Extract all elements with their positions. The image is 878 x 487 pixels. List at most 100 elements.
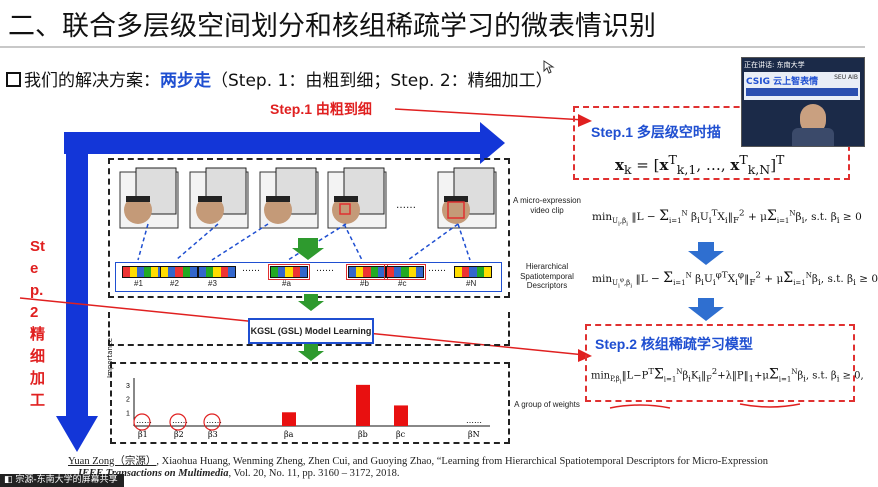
citation-line-2: IEEE Transactions on Multimedia, Vol. 20…	[68, 468, 768, 480]
video-banner-text: CSIG 云上智表情	[746, 77, 819, 87]
weight-bar-empty: ……	[206, 416, 222, 425]
citation-journal: IEEE Transactions on Multimedia	[78, 468, 229, 480]
weight-tick-label: βb	[358, 430, 368, 439]
face-frames	[119, 167, 497, 229]
weight-bar	[356, 384, 370, 426]
strip-b	[346, 264, 388, 280]
model-learning-box: KGSL (GSL) Model Learning	[248, 318, 374, 344]
weights-chart-frame	[110, 362, 510, 444]
step1-descriptor-box: Step.1 多层级空时描 xk = [xTk,1, …, xTk,N]T	[573, 106, 850, 180]
y-axis-label: Importance	[106, 337, 114, 378]
citation-rest-1: , Xiaohua Huang, Wenming Zheng, Zhen Cui…	[156, 456, 768, 467]
strip-label-n: #N	[466, 279, 477, 288]
weight-bar-empty: ……	[172, 416, 188, 425]
citation-author: Yuan Zong（宗源）	[68, 456, 157, 467]
strip-label-2: #2	[170, 279, 179, 288]
horizontal-arrow-shaft	[64, 132, 482, 154]
caption-descriptors: Hierarchical Spatiotemporal Descriptors	[520, 262, 574, 291]
frame-group-5	[437, 167, 497, 229]
strip-3	[198, 266, 236, 278]
screen-share-bar[interactable]: ◧ 宗源-东南大学的屏幕共享	[0, 474, 124, 487]
strip-2	[160, 266, 198, 278]
strip-ellipsis-1: ……	[242, 264, 260, 274]
weight-bar-empty: ……	[466, 416, 482, 425]
frame-group-2	[189, 167, 249, 229]
frame-group-1	[119, 167, 179, 229]
vertical-arrow-shaft	[66, 150, 88, 418]
video-sub-banner: SEU AIB	[834, 74, 858, 81]
strip-c	[384, 264, 426, 280]
vertical-arrow-head	[56, 416, 98, 452]
video-banner-area: CSIG 云上智表情 SEU AIB	[744, 72, 860, 100]
citation-line-1: Yuan Zong（宗源）, Xiaohua Huang, Wenming Zh…	[68, 456, 768, 468]
video-banner-stripe	[746, 88, 858, 96]
handwritten-circle	[169, 413, 187, 431]
y-tick-label: 1	[126, 410, 130, 417]
weight-tick-label: βc	[396, 430, 406, 439]
step2-model-box: Step.2 核组稀疏学习模型 minP,βi‖L−PTΣi=1NβiKi‖F2…	[585, 324, 864, 402]
weight-tick-label: βN	[468, 430, 480, 439]
speaker-video-overlay[interactable]: 正在讲话: 东南大学 CSIG 云上智表情 SEU AIB	[741, 57, 865, 147]
weight-bar-empty: ……	[136, 416, 152, 425]
video-speaker-header: 正在讲话: 东南大学	[744, 61, 805, 69]
strip-ellipsis-2: ……	[316, 264, 334, 274]
handwritten-circle	[203, 413, 221, 431]
green-arrow-down-icon	[298, 294, 324, 311]
formula-gsl: minUi,βi ‖L − Σi=1N βiUiTXi‖F2 + μΣi=1Nβ…	[592, 208, 862, 228]
frames-ellipsis: ……	[396, 200, 416, 211]
model-learning-frame	[108, 312, 510, 346]
strip-label-3: #3	[208, 279, 217, 288]
solution-accent: 两步走	[160, 71, 211, 91]
strip-n	[454, 266, 492, 278]
strip-label-b: #b	[360, 279, 369, 288]
mouse-cursor-icon	[543, 60, 555, 74]
weight-bar	[394, 405, 408, 426]
y-tick-label: 2	[126, 397, 130, 404]
y-tick-label: 3	[126, 383, 130, 390]
caption-weights: A group of weights	[514, 400, 580, 409]
blue-down-arrow-1-icon	[688, 242, 724, 265]
slide-title: 二、联合多层级空间划分和核组稀疏学习的微表情识别	[8, 11, 656, 42]
model-learning-label: KGSL (GSL) Model Learning	[250, 326, 372, 336]
solution-prefix: 我们的解决方案：	[24, 71, 160, 91]
descriptor-strips: …… …… …… #1 #2 #3 #a #b #c #N	[120, 264, 500, 290]
speaker-body	[792, 128, 834, 146]
strip-label-c: #c	[398, 279, 407, 288]
step1-label: Step.1 由粗到细	[270, 101, 372, 117]
step1-pointer-head	[578, 114, 592, 127]
green-arrow-down-2-icon	[298, 344, 324, 361]
step1-pointer-line	[394, 108, 586, 121]
handwritten-circle	[133, 413, 151, 431]
weight-bar	[282, 412, 296, 426]
bullet-square-icon	[6, 72, 21, 87]
video-clip-frames: ……	[118, 166, 502, 236]
screen-share-label: 宗源-东南大学的屏幕共享	[15, 475, 118, 485]
strip-label-a: #a	[282, 279, 291, 288]
blue-down-arrow-2-icon	[688, 298, 724, 321]
weight-tick-label: β3	[208, 430, 218, 439]
strip-label-1: #1	[134, 279, 143, 288]
caption-video-clip: A micro-expression video clip	[512, 196, 582, 215]
frame-to-strip-arrows	[137, 223, 471, 261]
step2-vertical-label: Step.2 精细加工	[30, 238, 46, 409]
formula-kgsl: minUiφ,βi ‖L − Σi=1N βiUiφTXiφ‖F2 + μΣi=…	[592, 270, 878, 290]
citation: Yuan Zong（宗源）, Xiaohua Huang, Wenming Zh…	[68, 456, 768, 480]
frame-group-4	[327, 167, 387, 229]
step1-formula: xk = [xTk,1, …, xTk,N]T	[615, 152, 785, 177]
strip-a	[268, 264, 310, 280]
step2-formula: minP,βi‖L−PTΣi=1NβiKi‖F2+λ‖P‖1+μΣi=1Nβi,…	[591, 366, 864, 386]
solution-line: 我们的解决方案：两步走（Step. 1：由粗到细；Step. 2：精细加工）	[24, 66, 553, 91]
weight-tick-label: β2	[174, 430, 184, 439]
citation-rest-2: , Vol. 20, No. 11, pp. 3160 – 3172, 2018…	[228, 468, 400, 480]
step2-box-title: Step.2 核组稀疏学习模型	[595, 336, 753, 352]
strip-ellipsis-3: ……	[428, 264, 446, 274]
screen-share-icon: ◧	[4, 475, 16, 485]
title-divider	[0, 46, 865, 48]
handwritten-underline	[609, 403, 801, 409]
horizontal-arrow-head	[480, 122, 505, 164]
descriptor-strip-frame	[115, 262, 502, 292]
solution-suffix: （Step. 1：由粗到细；Step. 2：精细加工）	[211, 71, 553, 91]
frame-group-3	[259, 167, 319, 229]
